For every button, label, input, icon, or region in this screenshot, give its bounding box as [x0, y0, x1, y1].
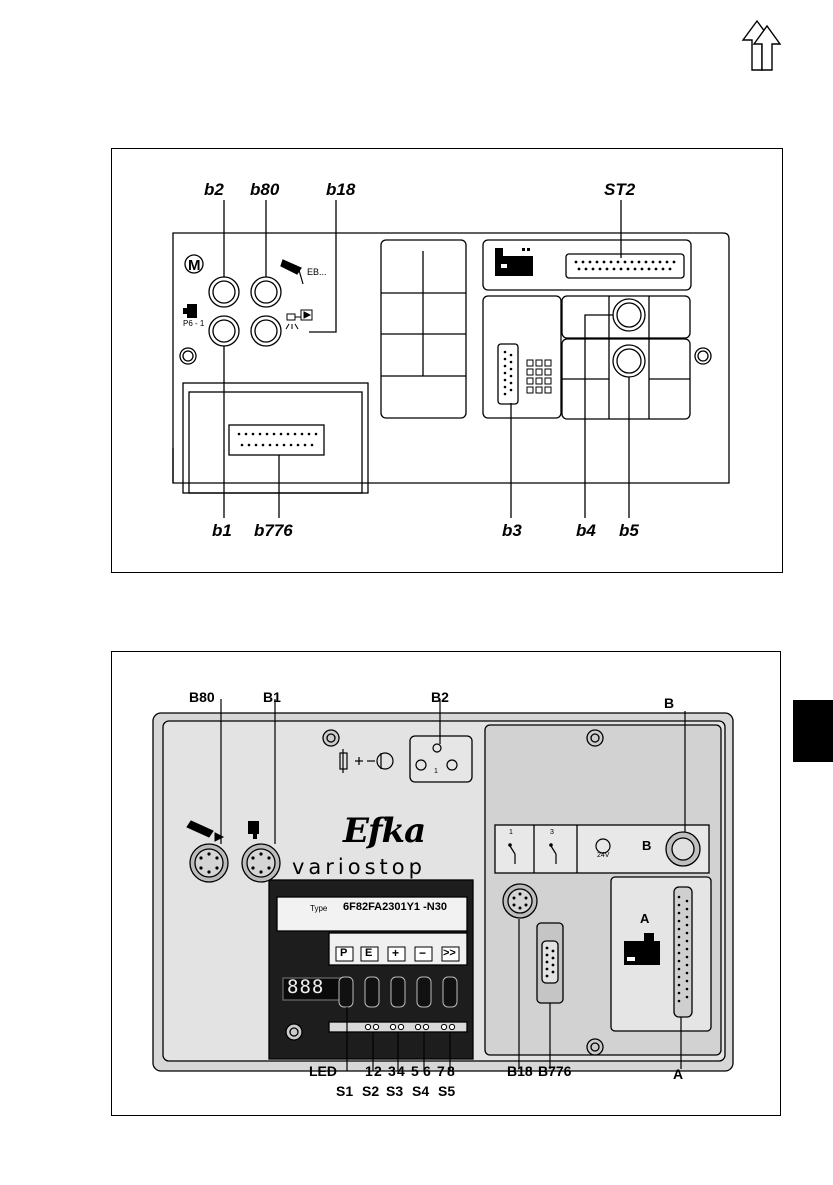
- panel-label-b: B: [642, 838, 651, 853]
- label-a: A: [673, 1066, 683, 1082]
- label-b18: B18: [507, 1063, 533, 1079]
- label-3: 3: [388, 1063, 396, 1079]
- switch-number-1: 1: [509, 829, 513, 836]
- motor-label-m: M: [188, 257, 201, 274]
- pedal-icon: [281, 260, 303, 284]
- label-led: LED: [309, 1063, 337, 1079]
- eb-label: EB...: [307, 267, 327, 277]
- label-s4: S4: [412, 1083, 429, 1099]
- b18-sensor-icon: [286, 310, 312, 329]
- product-name: variostop: [292, 855, 426, 879]
- label-s5: S5: [438, 1083, 455, 1099]
- key-minus-label: −: [419, 946, 426, 960]
- key-e-label: E: [365, 947, 372, 959]
- label-7: 7: [437, 1063, 445, 1079]
- label-2: 2: [374, 1063, 382, 1079]
- key-p-label: P: [340, 947, 347, 959]
- panel-label-a: A: [640, 911, 649, 926]
- label-b776: B776: [538, 1063, 571, 1079]
- label-4: 4: [397, 1063, 405, 1079]
- position-sensor-icon: [183, 304, 197, 318]
- label-5: 5: [411, 1063, 419, 1079]
- label-s2: S2: [362, 1083, 379, 1099]
- figure-2-controller-drawing: [111, 651, 779, 1114]
- label-1: 1: [365, 1063, 373, 1079]
- label-s3: S3: [386, 1083, 403, 1099]
- sewing-machine-icon: [495, 248, 533, 276]
- key-plus-label: +: [392, 946, 399, 960]
- figure-1-leader-lines: [224, 200, 629, 518]
- chapter-thumb-tab: [793, 700, 833, 762]
- figure-1-panel-drawing: [111, 148, 783, 572]
- double-up-arrow-icon[interactable]: [740, 18, 782, 72]
- switch-number-3: 3: [550, 829, 554, 836]
- brand-logo: Efka: [343, 811, 425, 851]
- p6-label: P6 - 1: [183, 319, 204, 328]
- key-forward-label: >>: [443, 947, 456, 959]
- type-value: 6F82FA2301Y1 -N30: [343, 901, 447, 913]
- led-display: 888: [287, 976, 324, 998]
- label-s1: S1: [336, 1083, 353, 1099]
- b2-pin-number: 1: [434, 768, 438, 775]
- label-6: 6: [423, 1063, 431, 1079]
- type-prefix: Type: [310, 904, 327, 913]
- voltage-label: 24V: [597, 852, 609, 859]
- label-8: 8: [447, 1063, 455, 1079]
